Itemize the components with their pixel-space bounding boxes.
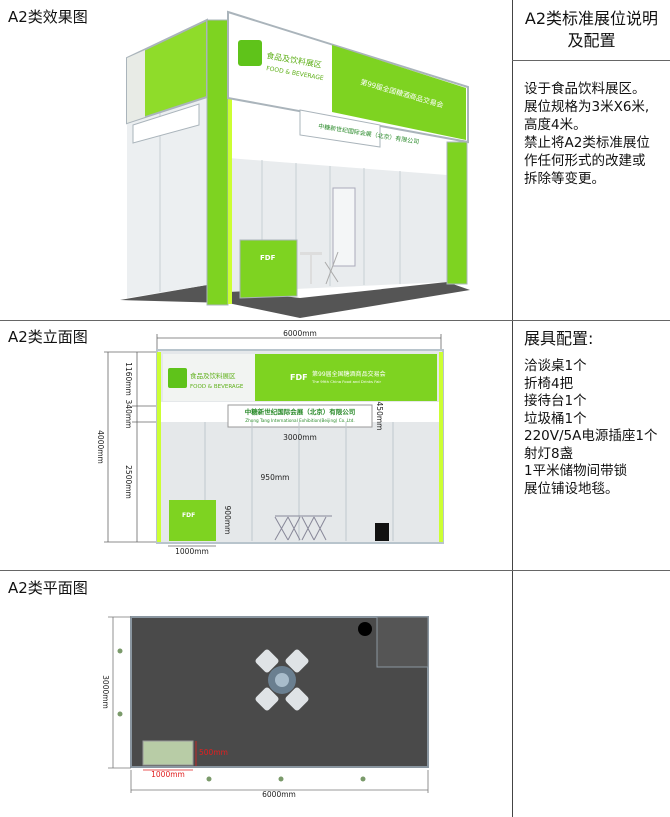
trash-bin <box>358 622 372 636</box>
equipment-item: 220V/5A电源插座1个 <box>524 428 658 444</box>
plan-dim-width: 6000mm <box>262 790 296 799</box>
equipment-item: 1平米储物间带锁 <box>524 463 628 479</box>
equipment-item: 折椅4把 <box>524 375 574 392</box>
company-en-text: Zhong Tang International Exhibition(Beij… <box>245 418 355 423</box>
description-line: 作任何形式的改建或 <box>524 153 646 169</box>
reception-counter <box>169 500 216 541</box>
left-wall <box>127 97 207 298</box>
dim-sign-width: 3000mm <box>283 433 317 442</box>
fair-cn-text: 第99届全国糖酒商品交易会 <box>312 370 386 378</box>
dim-header: 1160mm <box>124 362 133 396</box>
description-line: 禁止将A2类标准展位 <box>524 135 650 151</box>
dim-counter-height: 900mm <box>223 506 232 535</box>
description-line: 拆除等变更。 <box>524 171 605 187</box>
plan-drawing: 3000mm 500mm 1000mm 6000mm <box>101 616 429 799</box>
fair-banner <box>332 45 466 140</box>
counter-logo: FDF <box>182 512 195 519</box>
zone-logo <box>238 40 262 66</box>
plan-dim-counter-width: 1000mm <box>151 770 185 779</box>
description-line: 高度4米。 <box>524 117 587 133</box>
dim-panel: 950mm <box>261 473 290 482</box>
company-sign <box>227 404 373 428</box>
elevation-drawing: 食品及饮料展区 FOOD & BEVERAGE FDF 第99届全国糖酒商品交易… <box>96 329 444 556</box>
zone-cn-text: 食品及饮料展区 <box>190 371 236 380</box>
row-divider <box>0 570 670 571</box>
section-title-render: A2类效果图 <box>8 8 88 26</box>
dim-counter-width: 1000mm <box>175 547 209 556</box>
zone-en-text: FOOD & BEVERAGE <box>190 384 244 390</box>
dim-fascia: 340mm <box>124 400 133 429</box>
counter-logo: FDF <box>260 254 276 262</box>
company-cn-text: 中糖新世纪国际会展（北京）有限公司 <box>245 407 356 416</box>
equipment-title: 展具配置: <box>524 329 594 348</box>
booth-render: 食品及饮料展区 FOOD & BEVERAGE 第99届全国糖酒商品交易会 中糖… <box>120 10 470 318</box>
equipment-list: 洽谈桌1个 折椅4把 接待台1个 垃圾桶1个 220V/5A电源插座1个 射灯8… <box>524 358 668 498</box>
plan-dim-depth: 3000mm <box>101 675 110 709</box>
storage-door <box>332 187 356 267</box>
description-line: 设于食品饮料展区。 <box>524 81 646 97</box>
side-company-sign <box>132 103 200 144</box>
table-chairs <box>255 649 309 711</box>
section-title-plan: A2类平面图 <box>8 579 88 597</box>
row-divider <box>512 60 670 61</box>
spec-heading-line1: A2类标准展位说明 <box>524 9 659 28</box>
equipment-item: 垃圾桶1个 <box>524 410 587 427</box>
plan-dim-counter-depth: 500mm <box>199 748 228 757</box>
fair-panel <box>255 354 437 401</box>
fair-en-text: The 99th China Food and Drinks Fair <box>311 379 381 384</box>
fair-logo: FDF <box>290 373 308 382</box>
description-line: 展位规格为3米X6米, <box>524 99 650 115</box>
reception-counter <box>142 740 194 766</box>
equipment-item: 接待台1个 <box>524 393 587 409</box>
zone-logo <box>168 368 187 388</box>
column-divider <box>512 0 513 817</box>
section-title-elevation: A2类立面图 <box>8 328 88 346</box>
chairs-table <box>274 515 332 541</box>
company-sign <box>299 109 381 148</box>
equipment-item: 洽谈桌1个 <box>524 358 587 374</box>
spec-description: 设于食品饮料展区。 展位规格为3米X6米, 高度4米。 禁止将A2类标准展位 作… <box>524 80 668 188</box>
equipment-item: 展位铺设地毯。 <box>524 480 619 497</box>
dim-width: 6000mm <box>283 329 317 338</box>
dim-sign-height: 450mm <box>375 402 384 431</box>
dim-wall: 2500mm <box>124 465 133 499</box>
table <box>300 252 322 255</box>
trash-bin <box>375 523 389 541</box>
row-divider <box>0 320 670 321</box>
front-right-post <box>446 141 468 285</box>
spec-heading-line2: 及配置 <box>567 31 616 50</box>
spec-heading: A2类标准展位说明 及配置 <box>513 8 670 52</box>
reception-counter <box>239 239 298 299</box>
dim-total-height: 4000mm <box>96 430 105 464</box>
storage-room <box>376 616 429 668</box>
equipment-item: 射灯8盏 <box>524 445 574 462</box>
